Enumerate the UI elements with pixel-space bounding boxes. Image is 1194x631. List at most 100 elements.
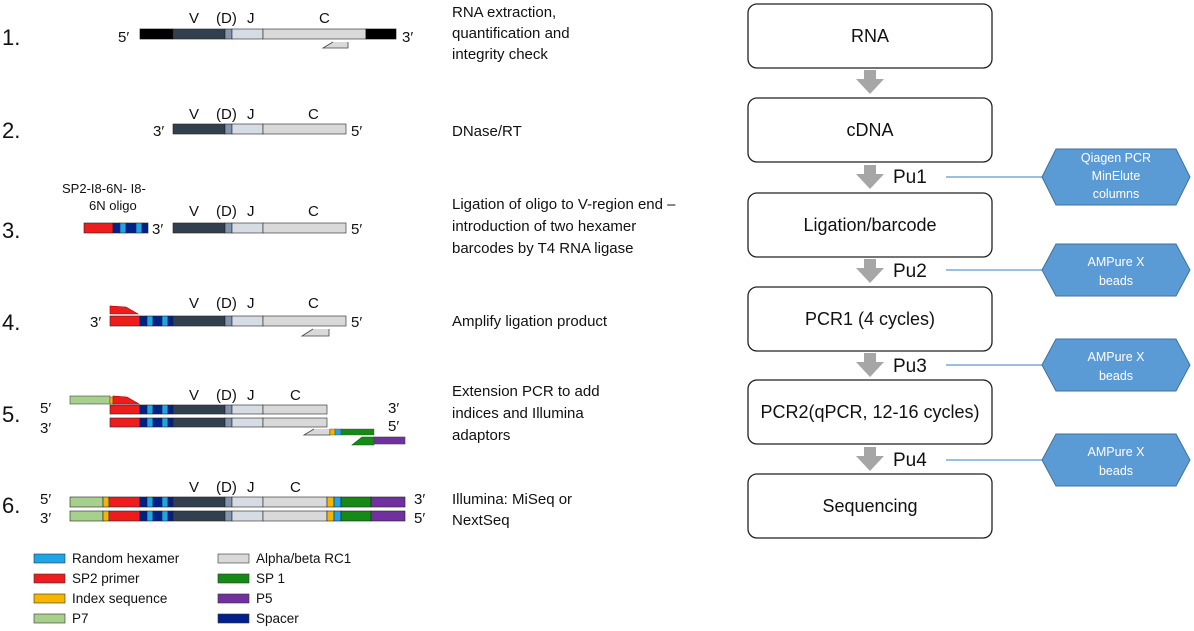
utr-5-block	[139, 28, 174, 40]
p5-tail	[373, 436, 406, 445]
three-prime-end: 3′	[402, 29, 413, 46]
v-region-block	[172, 315, 226, 327]
three-prime-end: 3′	[388, 400, 399, 417]
five-prime-end: 5′	[414, 510, 425, 527]
rt-primer-arrow	[321, 41, 349, 49]
sp2-primer-block	[83, 222, 114, 234]
legend-swatch	[217, 553, 250, 564]
j-region-block	[231, 315, 264, 327]
j-region-block	[231, 123, 264, 135]
j-segment-label: J	[247, 387, 255, 404]
spacer-block	[139, 496, 148, 508]
random-hexamer-block	[161, 510, 169, 522]
spacer-block	[152, 510, 163, 522]
c-primer-arrow	[302, 428, 331, 436]
c-segment-label: C	[319, 10, 330, 27]
purification-label: Pu1	[893, 167, 927, 188]
step3-molecule: SP2-I8-6N- I8- 6N oligo V (D) J C 3′ 5′	[62, 181, 362, 238]
down-arrow-icon	[856, 353, 884, 377]
step-number: 3.	[2, 218, 20, 243]
random-hexamer-block	[146, 496, 154, 508]
v-segment-label: V	[189, 295, 199, 312]
utr-3-block	[365, 28, 397, 40]
c-segment-label: C	[290, 479, 301, 496]
index-block	[326, 496, 335, 508]
random-hexamer-block	[161, 315, 169, 327]
spacer-block	[112, 222, 121, 234]
flow-box-pcr2	[747, 379, 993, 445]
sp2-primer-block	[109, 404, 141, 415]
step-description: DNase/RT	[452, 123, 522, 140]
d-region-block	[224, 496, 233, 508]
spacer-block	[141, 222, 149, 234]
three-prime-end: 3′	[153, 123, 164, 140]
spacer-block	[139, 510, 148, 522]
legend-label: Index sequence	[72, 591, 167, 606]
random-hexamer-block	[119, 222, 127, 234]
three-prime-end: 3′	[414, 491, 425, 508]
three-prime-end: 3′	[40, 510, 51, 527]
spacer-block	[167, 496, 174, 508]
spacer-block	[139, 417, 148, 428]
spacer-block	[152, 315, 163, 327]
spacer-block	[167, 315, 174, 327]
c-region-block	[262, 222, 347, 234]
spacer-block	[152, 404, 163, 415]
v-region-block	[172, 123, 226, 135]
v-region-block	[172, 496, 226, 508]
sp2-primer-arrow	[112, 395, 141, 405]
three-prime-end: 3′	[152, 221, 163, 238]
p5-block	[370, 496, 406, 508]
v-segment-label: V	[189, 479, 199, 496]
d-region-block	[224, 315, 233, 327]
five-prime-end: 5′	[351, 221, 362, 238]
random-hexamer-block	[135, 222, 143, 234]
step-description: Extension PCR to add	[452, 383, 600, 400]
sp2-primer-block	[108, 510, 141, 522]
v-region-block	[172, 417, 226, 428]
sp1-tail	[340, 428, 375, 436]
down-arrow-icon	[856, 165, 884, 189]
j-segment-label: J	[247, 479, 255, 496]
legend-label: SP2 primer	[72, 571, 140, 586]
step-number: 6.	[2, 493, 20, 518]
legend-label: Random hexamer	[72, 551, 180, 566]
j-region-block	[231, 404, 264, 415]
purification-method-text: AMPure X	[1088, 350, 1146, 364]
spacer-block	[139, 315, 148, 327]
flow-box-label: Ligation/barcode	[803, 215, 936, 235]
sp1-block	[340, 510, 372, 522]
index-block	[102, 510, 110, 522]
purification-method-text: MinElute	[1092, 169, 1141, 183]
step4-molecule: V (D) J C 3′ 5′	[90, 295, 362, 337]
purification-label: Pu4	[893, 450, 927, 471]
sp2-primer-block	[109, 315, 141, 327]
flow-box-ligation	[747, 192, 993, 258]
legend-swatch	[33, 613, 66, 624]
d-segment-label: (D)	[216, 295, 237, 312]
sp2-primer-arrow	[109, 305, 140, 315]
purification-label: Pu2	[893, 261, 927, 282]
step-descriptions: RNA extraction, quantification and integ…	[452, 4, 676, 529]
random-hexamer-block	[333, 496, 342, 508]
purification-method-text: beads	[1099, 369, 1133, 383]
three-prime-end: 3′	[90, 314, 101, 331]
legend-swatch	[33, 553, 66, 564]
sp1-block	[340, 496, 372, 508]
p7-tail	[69, 395, 111, 405]
step-description: integrity check	[452, 46, 548, 63]
flow-box-label: Sequencing	[822, 496, 917, 516]
d-region-block	[224, 28, 233, 40]
c-region-block	[262, 417, 328, 428]
step-description: RNA extraction,	[452, 4, 556, 21]
v-region-block	[172, 404, 226, 415]
sp2-primer-block	[109, 417, 141, 428]
purification-method-text: AMPure X	[1088, 255, 1146, 269]
c-segment-label: C	[308, 295, 319, 312]
step6-molecule: V (D) J C 5′ 3′	[40, 479, 425, 527]
index-block	[326, 510, 335, 522]
index-tail	[109, 396, 114, 405]
step2-molecule: V (D) J C 3′ 5′	[153, 106, 362, 140]
step-description: quantification and	[452, 25, 570, 42]
spacer-block	[152, 496, 163, 508]
